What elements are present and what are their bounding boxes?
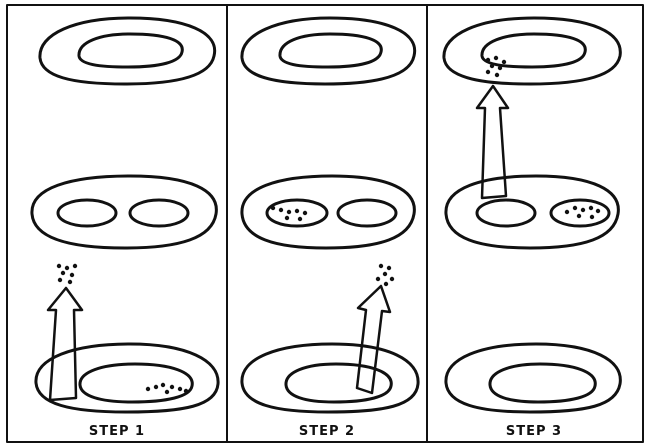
- panel-step-3: [444, 18, 620, 412]
- step-2-label: STEP 2: [267, 424, 387, 439]
- step-3-label: STEP 3: [474, 424, 594, 439]
- bottom-region: [36, 344, 218, 412]
- inner-loop: [79, 34, 182, 67]
- inner-loop: [280, 34, 381, 67]
- dots-destination: [57, 264, 77, 284]
- panel-step-1: [32, 18, 218, 412]
- dots-destination: [376, 264, 394, 286]
- panel-step-2: [242, 18, 418, 412]
- middle-region: [446, 176, 618, 248]
- migration-arrow: [477, 86, 508, 198]
- top-region: [40, 18, 215, 84]
- middle-region: [32, 176, 216, 248]
- top-region: [444, 18, 620, 84]
- outer-loop: [446, 176, 618, 248]
- inner-loop-right: [551, 200, 609, 226]
- dots-arrived: [271, 206, 307, 221]
- inner-loop: [482, 34, 585, 67]
- inner-loop-right: [338, 200, 396, 226]
- inner-loop-right: [130, 200, 188, 226]
- outer-loop: [444, 18, 620, 84]
- dots-origin: [146, 383, 188, 394]
- outer-loop: [242, 18, 415, 84]
- step-1-label: STEP 1: [57, 424, 177, 439]
- middle-region: [242, 176, 414, 248]
- inner-loop-left: [58, 200, 116, 226]
- inner-loop: [80, 364, 192, 402]
- bottom-region: [446, 344, 620, 412]
- migration-arrow: [48, 288, 82, 400]
- dots-remaining: [565, 206, 600, 219]
- inner-loop: [490, 364, 595, 402]
- bottom-region: [242, 344, 418, 412]
- inner-loop-left: [477, 200, 535, 226]
- migration-arrow: [357, 286, 390, 393]
- outer-loop: [40, 18, 215, 84]
- top-region: [242, 18, 415, 84]
